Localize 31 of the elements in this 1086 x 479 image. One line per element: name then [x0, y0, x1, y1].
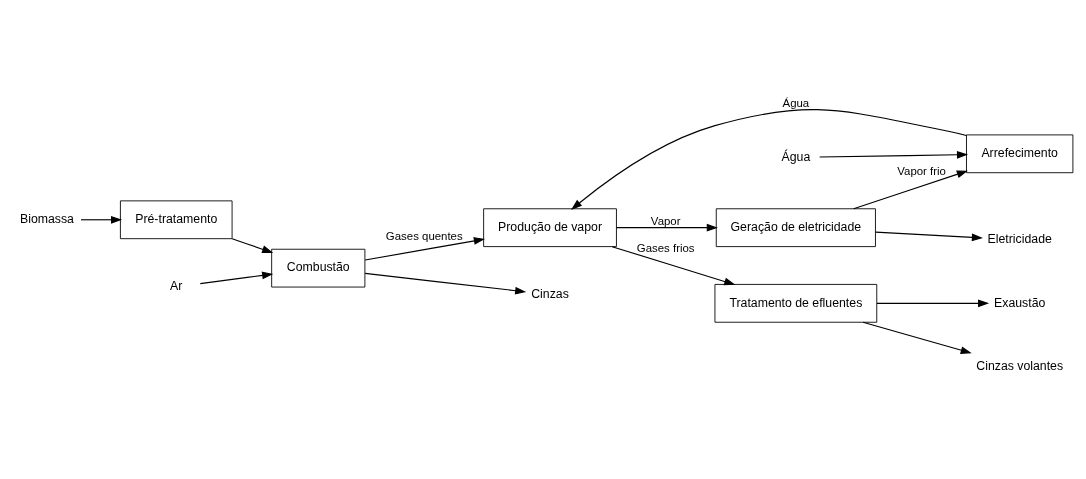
arrow [364, 236, 485, 261]
arrow [231, 237, 274, 253]
node-box: Combustão [271, 248, 366, 287]
node-text: Água [781, 149, 811, 164]
arrow [199, 271, 274, 284]
arrow [875, 231, 983, 241]
arrow [616, 223, 718, 232]
arrow [819, 150, 969, 159]
arrow [876, 298, 990, 307]
node-text: Eletricidade [987, 231, 1052, 246]
arrow [80, 215, 123, 224]
arrow [571, 108, 967, 210]
node-box: Produção de vapor [483, 207, 617, 247]
node-box: Geração de eletricidade [715, 207, 876, 247]
node-text: Exaustão [994, 295, 1046, 310]
arrow [611, 245, 736, 285]
edge-label: Gases frios [636, 241, 695, 254]
node-box: Pré-tratamento [119, 199, 233, 239]
node-text: Cinzas [531, 286, 569, 301]
node-text: Biomassa [19, 211, 74, 226]
node-text: Ar [170, 278, 183, 293]
arrow [853, 170, 968, 209]
arrow [364, 272, 527, 294]
edge-label: Gases quentes [385, 229, 463, 242]
edge-label: Vapor [650, 214, 681, 227]
node-text: Cinzas volantes [976, 358, 1064, 373]
edge-label: Água [782, 96, 810, 109]
node-box: Arrefecimento [966, 133, 1074, 173]
edge-label: Vapor frio [897, 164, 946, 177]
arrow [862, 321, 972, 354]
node-box: Tratamento de efluentes [714, 283, 878, 323]
